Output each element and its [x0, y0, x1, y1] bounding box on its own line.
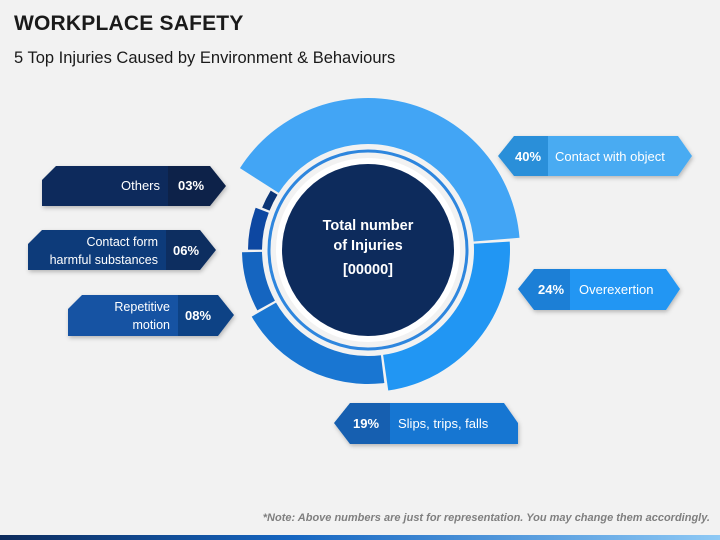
- label-slips-trips-falls: Slips, trips, falls: [398, 416, 489, 431]
- segment-others: [262, 190, 278, 211]
- callout-percent-bg: [334, 403, 390, 444]
- callout-label-bg: [548, 136, 692, 176]
- callout-others: [42, 166, 226, 206]
- segment-slips-trips-falls: [251, 302, 385, 384]
- page-title: WORKPLACE SAFETY: [14, 12, 244, 35]
- percent-repetitive-motion: 08%: [185, 308, 211, 323]
- label-repetitive-line1: Repetitive: [114, 300, 170, 314]
- callout-percent-bg: [498, 136, 548, 176]
- segment-repetitive-motion: [242, 251, 275, 311]
- callout-slips-trips-falls: [334, 403, 518, 444]
- callout-percent-bg: [178, 295, 234, 336]
- page-subtitle: 5 Top Injuries Caused by Environment & B…: [14, 49, 396, 67]
- callout-label-bg: [570, 269, 680, 310]
- callout-repetitive-motion: [68, 295, 234, 336]
- percent-slips-trips-falls: 19%: [353, 416, 379, 431]
- callout-overexertion: [518, 269, 680, 310]
- segment-contact-form: [248, 207, 269, 250]
- percent-overexertion: 24%: [538, 282, 564, 297]
- callout-label-bg: [42, 166, 168, 206]
- callout-label-bg: [28, 230, 166, 270]
- callout-label-bg: [390, 403, 518, 444]
- callout-percent-bg: [518, 269, 570, 310]
- segment-contact-with-object: [239, 98, 520, 242]
- footer-note: *Note: Above numbers are just for repres…: [262, 512, 710, 524]
- center-circle: [282, 164, 454, 336]
- callout-contact-with-object: [498, 136, 692, 176]
- footer-gradient-bar: [0, 535, 720, 540]
- label-others: Others: [121, 178, 161, 193]
- label-overexertion: Overexertion: [579, 282, 653, 297]
- donut-segments: [239, 98, 520, 391]
- callout-contact-form: [28, 230, 216, 270]
- segment-overexertion: [383, 241, 510, 391]
- percent-contact-with-object: 40%: [515, 149, 541, 164]
- label-contact-form-line1: Contact form: [86, 235, 158, 249]
- center-total-value: [00000]: [343, 262, 393, 278]
- percent-contact-form: 06%: [173, 243, 199, 258]
- label-contact-form-line2: harmful substances: [50, 253, 158, 267]
- callout-percent-bg: [168, 166, 226, 206]
- center-label-line1: Total number: [323, 218, 414, 234]
- callout-label-bg: [68, 295, 178, 336]
- inner-ring-outer: [267, 149, 469, 351]
- callout-percent-bg: [166, 230, 216, 270]
- percent-others: 03%: [178, 178, 204, 193]
- label-contact-with-object: Contact with object: [555, 149, 665, 164]
- center-label-line2: of Injuries: [333, 238, 402, 254]
- label-repetitive-line2: motion: [132, 318, 170, 332]
